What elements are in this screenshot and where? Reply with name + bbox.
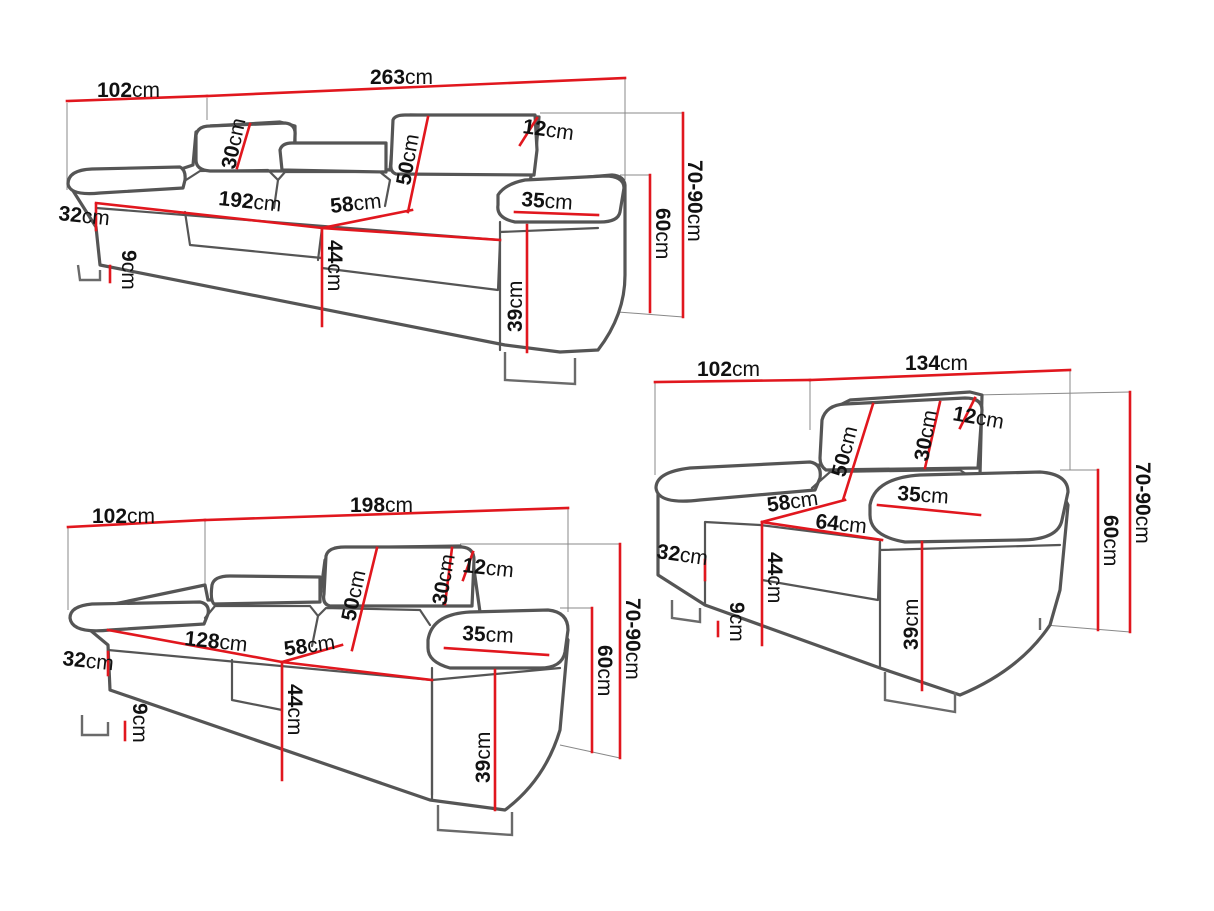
sofa2-side-height-label: 32cm (61, 647, 114, 675)
sofa2-headrest-left (209, 574, 322, 606)
sofa3-seat-depth-line (320, 208, 414, 230)
chair-arm-front-label: 39cm (900, 599, 923, 650)
sofa2-seat-width-line (106, 628, 284, 664)
chair-arm-right (868, 470, 1070, 544)
sofa3-seat-cushion-1 (183, 210, 324, 260)
sofa2-width-label: 198cm (350, 494, 413, 517)
chair-total-height-label: 70-90cm (1131, 462, 1154, 544)
sofa3-arm-left (66, 165, 187, 196)
sofa3-back-height-label: 50cm (392, 132, 424, 187)
sofa2-depth-label: 102cm (92, 505, 155, 528)
sofa3-guide-bottom (617, 311, 684, 318)
sofa3-seat-depth-label: 58cm (329, 190, 382, 218)
sofa3-seat-width-line (94, 201, 324, 230)
sofa2-seat-width-label: 128cm (183, 627, 248, 656)
chair-leg-right (883, 672, 957, 714)
sofa2-headrest-height-label: 30cm (428, 552, 460, 607)
sofa2-back-height-label: 50cm (337, 568, 370, 623)
sofa3-arm-height-label: 60cm (651, 208, 674, 259)
chair-seat-width-label: 64cm (814, 510, 867, 538)
chair-width-label: 134cm (905, 352, 968, 375)
sofa2-headrest-height-line (443, 546, 454, 606)
sofa2-armrest-width-label: 35cm (462, 622, 514, 648)
chair-seat-depth-line (760, 498, 847, 524)
sofa3-back-cushion-2 (276, 170, 392, 208)
sofa2-back-height-line (350, 546, 379, 652)
sofa3-side-height-label: 32cm (57, 202, 110, 230)
sofa2-seat-front-line (280, 660, 434, 682)
sofa3-seat-width-label: 192cm (217, 187, 282, 216)
sofa3-arm-front-label: 39cm (504, 281, 527, 332)
sofa3-depth-label: 102cm (97, 79, 160, 102)
sofa3-headrest-height-line (235, 122, 252, 170)
chair-arm-right-front (878, 540, 1062, 670)
sofa3-armrest-width-line (513, 210, 600, 217)
sofa-2-seater: 102cm 198cm 50cm 30cm 12cm 70-90cm 60cm … (61, 494, 644, 837)
chair-headrest-height-line (923, 400, 942, 470)
sofa2-leg-left (80, 715, 110, 737)
sofa3-seat-height-label: 44cm (323, 240, 346, 291)
sofa3-headrest-depth-label: 12cm (521, 115, 575, 145)
chair-side-height-label: 32cm (655, 540, 709, 570)
sofa2-back-cushion (203, 604, 432, 648)
chair-seat-depth-label: 58cm (765, 487, 819, 517)
armchair: 102cm 134cm 50cm 30cm 12cm 70-90cm 60cm … (653, 352, 1154, 714)
chair-leg-height-label: 9cm (725, 602, 748, 642)
sofa3-armrest-width-label: 35cm (521, 188, 574, 215)
chair-depth-line (653, 378, 812, 384)
sofa3-arm-right (496, 174, 626, 224)
sofa3-leg-left (76, 264, 102, 282)
chair-headrest (818, 396, 984, 472)
sofa2-leg-height-label: 9cm (128, 703, 151, 743)
sofa2-leg-right (436, 805, 514, 837)
chair-armrest-width-label: 35cm (897, 482, 950, 509)
sofa3-width-line (205, 76, 627, 98)
sofa3-headrest-center (278, 141, 388, 174)
sofa3-leg-right (503, 352, 577, 386)
sofa-3-seater: 102cm 263cm 30cm 50cm 12cm 70-90cm 60cm … (57, 66, 706, 386)
chair-arm-left (654, 460, 822, 503)
chair-seat-height-label: 44cm (763, 552, 786, 603)
sofa2-guide-bottom (559, 744, 621, 759)
sofa3-headrest-depth-line (518, 116, 539, 147)
sofa3-leg-height-label: 9cm (117, 250, 140, 290)
sofa3-back-height-line (406, 115, 430, 214)
chair-leg-left (670, 600, 702, 624)
sofa2-seat-height-label: 44cm (283, 684, 306, 735)
chair-back-height-line (841, 402, 875, 502)
sofa2-depth-line (66, 518, 207, 529)
chair-guide-top (974, 391, 1131, 396)
sofa2-width-line (203, 506, 570, 522)
chair-width-line (808, 368, 1072, 382)
chair-headrest-height-label: 30cm (910, 408, 942, 463)
sofa2-seat-depth-line (280, 643, 344, 664)
sofa2-seat-depth-label: 58cm (282, 631, 336, 661)
sofa3-total-height-label: 70-90cm (683, 160, 706, 242)
chair-seat-width-line (760, 520, 884, 542)
sofa3-arm-right-front (498, 220, 600, 352)
sofa2-total-height-label: 70-90cm (621, 598, 644, 680)
chair-headrest-depth-line (958, 396, 977, 430)
sofa3-back-cushion-1 (184, 168, 280, 210)
chair-armrest-width-line (876, 503, 982, 517)
sofa3-headrest-right (389, 113, 539, 177)
sofa2-armrest-width-line (443, 646, 550, 657)
sofa3-headrest-height-label: 30cm (217, 116, 250, 171)
chair-back-height-label: 50cm (828, 424, 863, 479)
sofa3-seat-front-line (320, 226, 502, 242)
sofa2-arm-front-label: 39cm (472, 732, 495, 783)
chair-depth-label: 102cm (697, 358, 760, 381)
chair-guide-bottom (1044, 624, 1131, 633)
chair-arm-height-label: 60cm (1099, 515, 1122, 566)
sofa2-arm-height-label: 60cm (593, 645, 616, 696)
sofa2-arm-left (68, 600, 210, 633)
sofa3-depth-line (65, 94, 209, 103)
sofa3-width-label: 263cm (370, 66, 433, 89)
sofa2-headrest-depth-line (461, 550, 475, 582)
sofa2-headrest-depth-label: 12cm (461, 554, 514, 582)
chair-headrest-depth-label: 12cm (951, 402, 1006, 434)
